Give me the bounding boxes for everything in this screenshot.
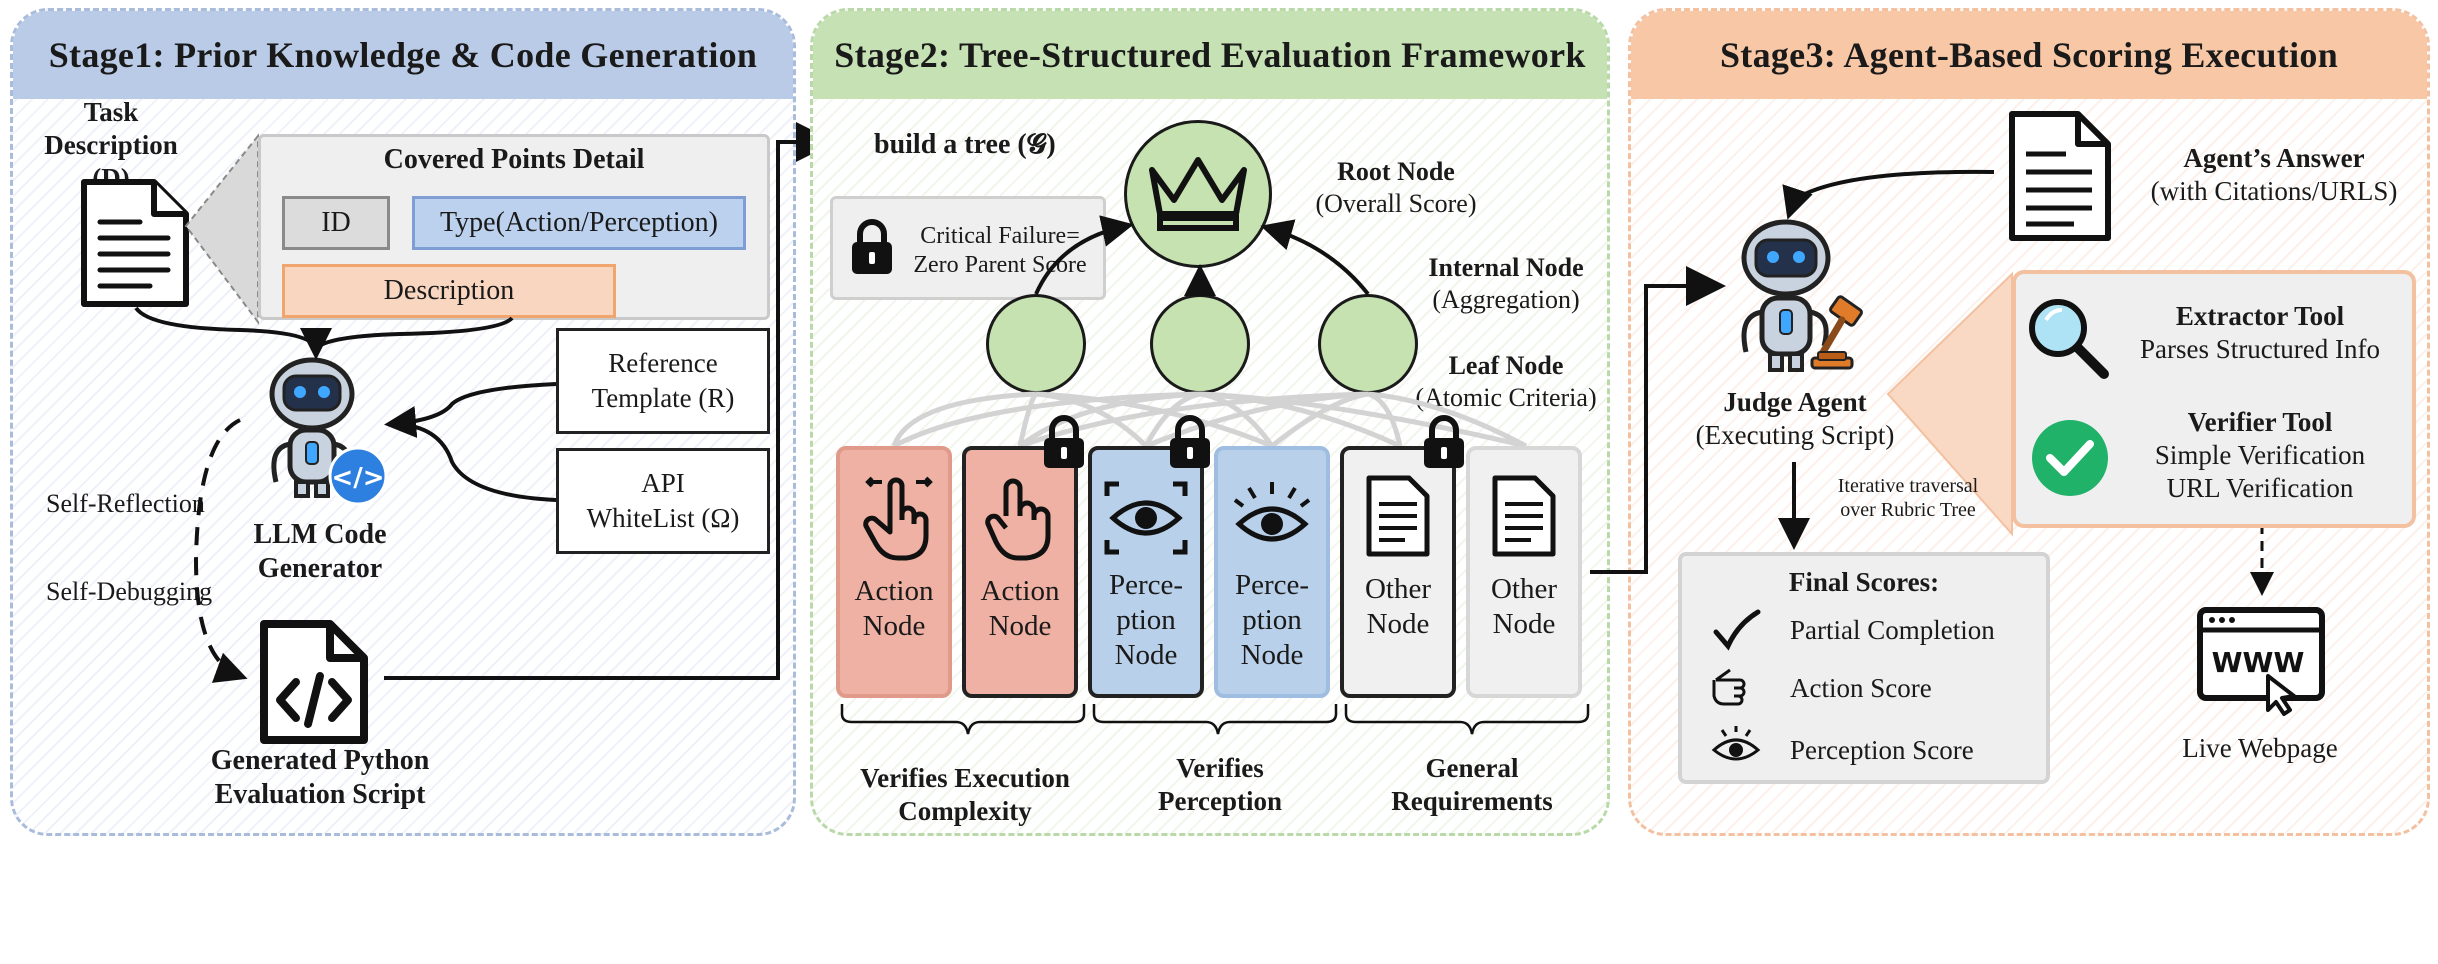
self-reflection-label: Self-Reflection [46, 489, 205, 518]
score-perception: Perception Score [1790, 735, 1974, 765]
code-file-icon [260, 620, 368, 744]
build-tree-label: build a tree (𝓖) [874, 129, 1056, 160]
self-debugging-label: Self-Debugging [46, 577, 213, 606]
check-icon [1713, 609, 1761, 651]
document-icon [1492, 475, 1556, 557]
tap-hand-icon [985, 478, 1051, 561]
eye-icon [1104, 481, 1188, 555]
root-node-label: Root Node(Overall Score) [1315, 157, 1477, 218]
critical-failure-label: Critical Failure=Zero Parent Score [913, 223, 1087, 279]
document-icon [1366, 475, 1430, 557]
task-description-label: Task Description(D) [44, 97, 178, 193]
eye-icon [1711, 726, 1761, 761]
stage1-title: Stage1: Prior Knowledge & Code Generatio… [13, 11, 793, 99]
covered-points-title: Covered Points Detail [383, 144, 645, 175]
svg-text:</>: </> [331, 463, 384, 493]
svg-text:WWW: WWW [2212, 646, 2305, 679]
internal-node-label: Internal Node(Aggregation) [1428, 253, 1584, 314]
critical-failure-box [830, 196, 1106, 300]
type-field: Type(Action/Perception) [412, 196, 746, 250]
internal-node-circle-1 [986, 294, 1086, 394]
magnifier-icon [2029, 299, 2109, 379]
browser-icon: WWW [2197, 607, 2325, 716]
leaf-node-label: Leaf Node(Atomic Criteria) [1415, 351, 1597, 412]
eye-icon [1233, 482, 1311, 542]
gavel-icon [1810, 295, 1863, 370]
agent-answer-label: Agent’s Answer(with Citations/URLS) [2150, 143, 2398, 206]
stage3-title: Stage3: Agent-Based Scoring Execution [1631, 11, 2427, 99]
robot-icon [1741, 219, 1831, 372]
robot-icon [269, 357, 355, 498]
lock-icon [852, 219, 892, 274]
stage2-title: Stage2: Tree-Structured Evaluation Frame… [813, 11, 1607, 99]
code-badge-icon: </> [328, 446, 388, 506]
score-action: Action Score [1790, 673, 1932, 703]
final-scores-title: Final Scores: [1788, 567, 1940, 597]
live-webpage-label: Live Webpage [2182, 733, 2338, 763]
lock-icon [1170, 415, 1210, 468]
checkmark-icon [2032, 420, 2108, 496]
judge-agent-label: Judge Agent(Executing Script) [1695, 387, 1895, 450]
lock-icon [1424, 415, 1464, 468]
score-partial-completion: Partial Completion [1790, 615, 1995, 645]
id-field: ID [282, 196, 390, 250]
lock-icon [1044, 415, 1084, 468]
document-icon [81, 179, 189, 307]
document-icon [2009, 111, 2111, 241]
callout-pointer [184, 133, 259, 325]
description-field: Description [282, 264, 616, 318]
crown-icon [1149, 157, 1247, 231]
tap-hand-icon [1712, 668, 1746, 706]
internal-node-circle-3 [1318, 294, 1418, 394]
root-node-circle [1124, 120, 1272, 268]
tap-hand-icon [863, 476, 933, 561]
